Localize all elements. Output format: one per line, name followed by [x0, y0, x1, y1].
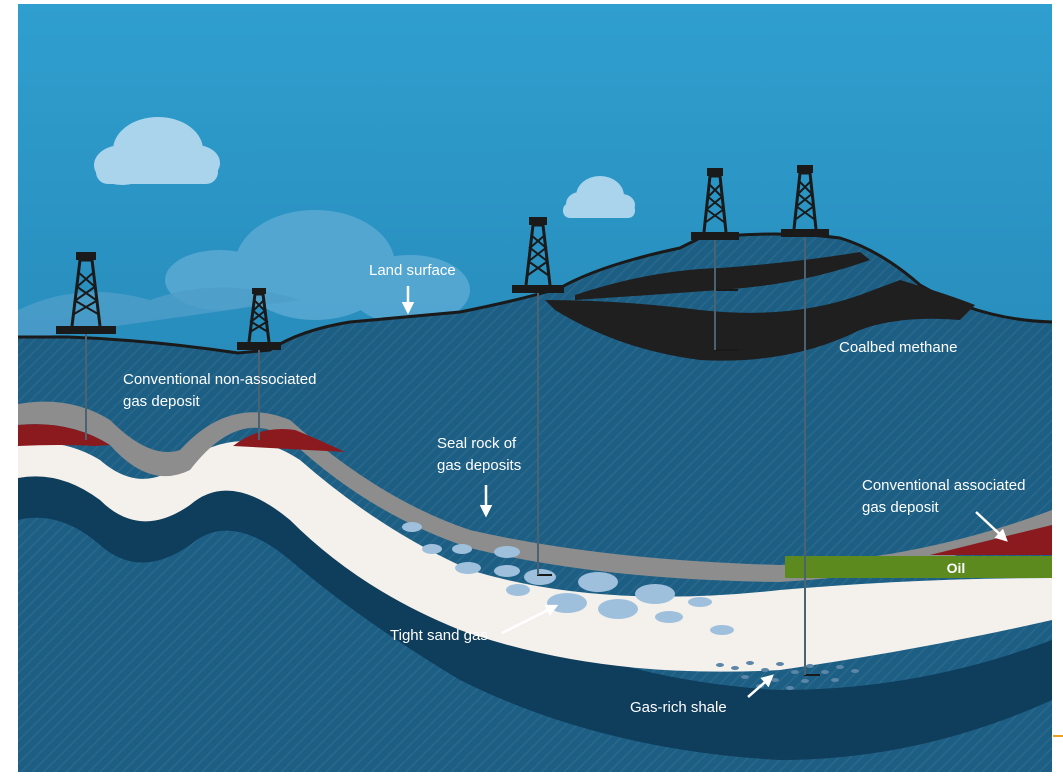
shale-layer	[18, 451, 1052, 760]
land-surface-line	[18, 232, 1052, 355]
coal-seam-lower	[545, 280, 975, 361]
label-seal-rock-1: Seal rock of	[437, 435, 517, 452]
arrow-gas-rich-shale	[747, 674, 774, 698]
arrow-tight-sand	[501, 604, 559, 635]
oil-band	[785, 556, 1052, 578]
gas-deposit-right	[930, 525, 1052, 555]
gas-deposit-middle	[233, 429, 345, 452]
derrick-3	[512, 217, 564, 293]
background-cloud	[165, 210, 470, 325]
label-conventional-non-associated-1: Conventional non-associated	[123, 371, 316, 388]
label-coalbed-methane: Coalbed methane	[839, 339, 957, 356]
coal-seam-upper	[575, 252, 870, 300]
label-tight-sand-gas: Tight sand gas	[390, 627, 488, 644]
tight-sand-bubbles	[402, 522, 734, 635]
cloud-left	[94, 117, 220, 185]
derrick-2	[237, 288, 281, 350]
gas-deposit-left	[18, 424, 110, 446]
oil-label: Oil	[947, 560, 966, 576]
sand-layer	[18, 441, 1052, 672]
derrick-4	[691, 168, 739, 240]
label-gas-rich-shale: Gas-rich shale	[630, 699, 727, 716]
arrow-conventional-associated	[975, 511, 1008, 542]
label-conventional-associated-2: gas deposit	[862, 499, 940, 516]
cloud-right	[563, 176, 635, 218]
derrick-5	[781, 165, 829, 237]
label-conventional-associated-1: Conventional associated	[862, 477, 1025, 494]
derrick-1	[56, 252, 116, 334]
label-seal-rock-2: gas deposits	[437, 457, 521, 474]
shale-gas-dots	[716, 661, 859, 690]
label-conventional-non-associated-2: gas deposit	[123, 393, 201, 410]
seal-rock-layer	[18, 401, 1052, 582]
well-pipes-inner	[85, 238, 806, 675]
label-land-surface: Land surface	[369, 262, 456, 279]
pointer-arrows	[401, 286, 1008, 698]
